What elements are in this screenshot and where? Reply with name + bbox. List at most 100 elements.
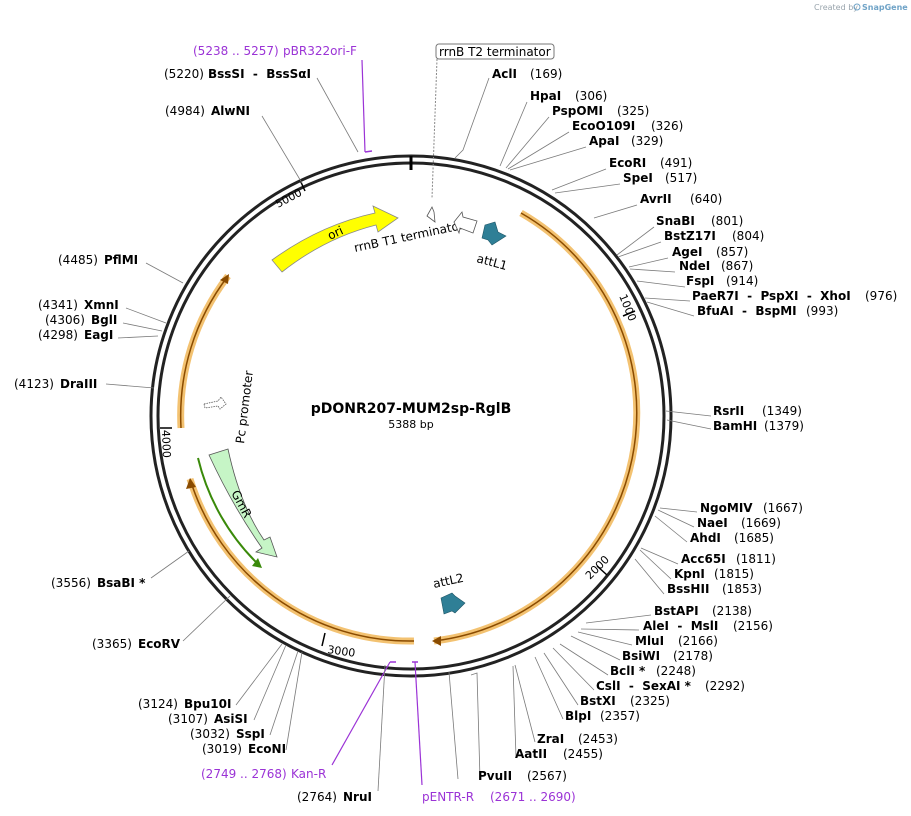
site-xmni-pos: (4341) <box>38 298 78 312</box>
rrnb-t1-terminator-feature[interactable] <box>426 206 436 223</box>
credit-brand: SnapGene <box>862 3 908 12</box>
site-bamhi-pos: (1379) <box>764 419 804 433</box>
site-ndei-pos: (867) <box>721 259 753 273</box>
orange-arc-right[interactable] <box>432 209 641 646</box>
site-hpai-name[interactable]: HpaI <box>530 89 561 103</box>
site-ahdi-pos: (1685) <box>734 531 774 545</box>
site-bstz17i-name[interactable]: BstZ17I <box>664 229 716 243</box>
plasmid-size: 5388 bp <box>388 418 433 431</box>
site-fspi-pos: (914) <box>726 274 758 288</box>
site-bpu10i-name[interactable]: Bpu10I <box>184 697 231 711</box>
site-eagi-name[interactable]: EagI <box>84 328 113 342</box>
site-rsrii-pos: (1349) <box>762 404 802 418</box>
site-bsiwi-name[interactable]: BsiWI <box>622 649 660 663</box>
site-nrui-name[interactable]: NruI <box>343 790 372 804</box>
site-kpni-pos: (1815) <box>714 567 754 581</box>
site-sspi-name[interactable]: SspI <box>236 727 265 741</box>
site-zrai-name[interactable]: ZraI <box>537 732 564 746</box>
primer-kan-r-range: (2749 .. 2768) <box>201 767 287 781</box>
site-sspi-pos: (3032) <box>190 727 230 741</box>
site-xmni-name[interactable]: XmnI <box>84 298 119 312</box>
site-ndei-name[interactable]: NdeI <box>679 259 710 273</box>
leader-lines-left <box>105 77 386 792</box>
site-bstapi-pos: (2138) <box>712 604 752 618</box>
sites-right: AclI (169) HpaI (306) PspOMI (325) EcoO1… <box>478 67 897 783</box>
primer-pentr-r-name[interactable]: pENTR-R <box>422 790 474 804</box>
attl2-feature[interactable] <box>440 592 466 615</box>
site-bstapi-name[interactable]: BstAPI <box>654 604 699 618</box>
site-ecoo109i-name[interactable]: EcoO109I <box>572 119 635 133</box>
site-snabi-name[interactable]: SnaBI <box>656 214 695 228</box>
site-pspomi-name[interactable]: PspOMI <box>552 104 603 118</box>
site-ahdi-name[interactable]: AhdI <box>690 531 721 545</box>
site-econi-name[interactable]: EcoNI <box>248 742 286 756</box>
site-bsssi-name[interactable]: BssSI - BssSαI <box>208 67 311 81</box>
tick-label-3000: 3000 <box>327 643 357 660</box>
site-bstz17i-pos: (804) <box>732 229 764 243</box>
site-bamhi-name[interactable]: BamHI <box>713 419 757 433</box>
site-bfuai-bspmi-name[interactable]: BfuAI - BspMI <box>697 304 797 318</box>
site-bsabi-name[interactable]: BsaBI * <box>97 576 146 590</box>
site-blpi-name[interactable]: BlpI <box>565 709 591 723</box>
primer-marks <box>331 59 423 786</box>
site-ecorv-name[interactable]: EcoRV <box>138 637 181 651</box>
site-agei-name[interactable]: AgeI <box>672 245 702 259</box>
site-asisi-name[interactable]: AsiSI <box>214 712 248 726</box>
site-rsrii-name[interactable]: RsrII <box>713 404 744 418</box>
rrnb-t2-label: rrnB T2 terminator <box>439 45 551 59</box>
site-ecori-name[interactable]: EcoRI <box>609 156 646 170</box>
site-hpai-pos: (306) <box>575 89 607 103</box>
site-naei-name[interactable]: NaeI <box>697 516 728 530</box>
tick-marks <box>160 179 636 647</box>
primer-pentr-r-range: (2671 .. 2690) <box>490 790 576 804</box>
primer-pbr322ori-f-name[interactable]: pBR322ori-F <box>283 44 357 58</box>
site-spei-name[interactable]: SpeI <box>623 171 653 185</box>
site-zrai-pos: (2453) <box>578 732 618 746</box>
site-ngomiv-name[interactable]: NgoMIV <box>700 501 753 515</box>
gmr-feature[interactable] <box>208 448 278 558</box>
attl1-feature[interactable] <box>481 221 507 246</box>
site-bstxi-name[interactable]: BstXI <box>580 694 616 708</box>
site-acc65i-name[interactable]: Acc65I <box>681 552 726 566</box>
site-pvuii-pos: (2567) <box>527 769 567 783</box>
pc-promoter-feature[interactable] <box>203 396 227 410</box>
site-aatii-name[interactable]: AatII <box>515 747 547 761</box>
site-paer7i-pspxi-xhoi-name[interactable]: PaeR7I - PspXI - XhoI <box>692 289 851 303</box>
site-fspi-name[interactable]: FspI <box>686 274 714 288</box>
rrnb-t2-terminator-box[interactable]: rrnB T2 terminator <box>431 43 555 199</box>
site-alwni-name[interactable]: AlwNI <box>211 104 250 118</box>
site-alei-msli-pos: (2156) <box>733 619 773 633</box>
attl1-white-arrow-icon[interactable] <box>453 211 478 235</box>
site-ngomiv-pos: (1667) <box>763 501 803 515</box>
site-mlui-name[interactable]: MluI <box>635 634 664 648</box>
site-ecorv-pos: (3365) <box>92 637 132 651</box>
ori-feature[interactable] <box>271 205 399 273</box>
site-ecori-pos: (491) <box>660 156 692 170</box>
site-bgli-name[interactable]: BglI <box>91 313 117 327</box>
site-bpu10i-pos: (3124) <box>138 697 178 711</box>
site-acli-name[interactable]: AclI <box>492 67 517 81</box>
site-kpni-name[interactable]: KpnI <box>674 567 705 581</box>
site-asisi-pos: (3107) <box>168 712 208 726</box>
orange-arc-bottom-left[interactable] <box>186 477 415 645</box>
site-pspomi-pos: (325) <box>617 104 649 118</box>
site-apai-name[interactable]: ApaI <box>589 134 619 148</box>
orange-arc-bottom-left-arrow-icon <box>186 478 196 489</box>
orange-arc-right-arrow-icon <box>432 636 441 646</box>
site-draiii-name[interactable]: DraIII <box>60 377 97 391</box>
primer-kan-r-name[interactable]: Kan-R <box>291 767 326 781</box>
orange-arc-left[interactable] <box>177 273 231 429</box>
site-pflmi-name[interactable]: PflMI <box>104 253 138 267</box>
site-csli-sexai-name[interactable]: CslI - SexAI * <box>596 679 692 693</box>
site-bcli-name[interactable]: BclI * <box>610 664 646 678</box>
site-pvuii-name[interactable]: PvuII <box>478 769 512 783</box>
site-snabi-pos: (801) <box>711 214 743 228</box>
sites-left: (5220) BssSI - BssSαI (4984) AlwNI (4485… <box>14 67 372 804</box>
site-bsiwi-pos: (2178) <box>673 649 713 663</box>
site-bsabi-pos: (3556) <box>51 576 91 590</box>
site-bsshii-name[interactable]: BssHII <box>667 582 709 596</box>
gmr-label: GmR <box>228 488 254 520</box>
site-avrii-name[interactable]: AvrII <box>640 192 672 206</box>
tick-label-4000: 4000 <box>159 430 173 458</box>
site-alei-msli-name[interactable]: AleI - MslI <box>643 619 718 633</box>
